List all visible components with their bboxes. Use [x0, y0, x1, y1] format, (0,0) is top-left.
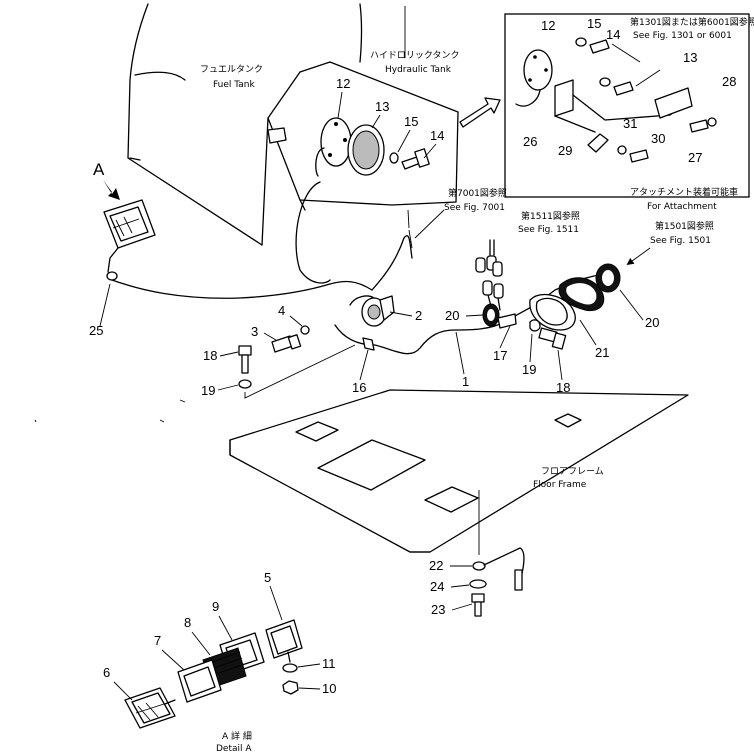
clamp-16 — [362, 337, 375, 351]
part-label-16: 16 — [352, 380, 366, 395]
part-label-27: 27 — [688, 150, 702, 165]
view-a-arrow — [103, 180, 120, 200]
detail-arrow — [459, 97, 501, 128]
part-label-12-detail: 12 — [541, 18, 555, 33]
floor-frame-label-en: Floor Frame — [533, 480, 587, 490]
part-label-20-right: 20 — [645, 315, 659, 330]
part-label-19-left: 19 — [201, 383, 215, 398]
part-label-7: 7 — [154, 633, 161, 648]
part-label-8: 8 — [184, 615, 191, 630]
connector-group — [475, 239, 504, 311]
part-label-26: 26 — [523, 134, 537, 149]
part-label-17: 17 — [493, 348, 507, 363]
part-label-4: 4 — [278, 303, 285, 318]
ref-1301-en: See Fig. 1301 or 6001 — [633, 31, 732, 41]
fuel-tank-label-en: Fuel Tank — [213, 80, 256, 90]
part-label-11: 11 — [322, 656, 336, 671]
part-label-18-right: 18 — [556, 380, 570, 395]
part-label-23: 23 — [431, 602, 445, 617]
part-label-14-detail: 14 — [606, 27, 620, 42]
attachment-detail-box — [504, 13, 750, 198]
ref-1301-jp: 第1301図または第6001図参照 — [630, 16, 754, 28]
attachment-label-jp: アタッチメント装着可能車 — [630, 186, 738, 198]
part-label-3: 3 — [251, 324, 258, 339]
part-label-19-right: 19 — [522, 362, 536, 377]
detail-a-lamp — [124, 619, 303, 729]
view-a-marker: A — [93, 160, 105, 179]
part-label-2: 2 — [415, 308, 422, 323]
hydraulic-tank-label-en: Hydraulic Tank — [385, 65, 452, 75]
fuel-tank-label-jp: フュエルタンク — [200, 64, 263, 75]
part-label-28: 28 — [722, 74, 736, 89]
bolt-18-left — [238, 345, 252, 389]
ground-wire — [469, 490, 525, 617]
part-label-15-detail: 15 — [587, 16, 601, 31]
part-label-24: 24 — [430, 579, 444, 594]
part-label-22: 22 — [429, 558, 443, 573]
ref-1501-en: See Fig. 1501 — [650, 236, 711, 246]
part-label-9: 9 — [212, 599, 219, 614]
detail-a-label-en: Detail A — [216, 744, 252, 754]
ref-1511-en: See Fig. 1511 — [518, 225, 579, 235]
detail-a-label-jp: A 詳 細 — [222, 730, 252, 742]
part-label-30: 30 — [651, 131, 665, 146]
part-label-25: 25 — [89, 323, 103, 338]
part-label-13: 13 — [375, 99, 389, 114]
ref-1511-jp: 第1511図参照 — [521, 210, 580, 222]
floor-frame-label-jp: フロアフレーム — [541, 466, 604, 477]
grommet-20-left — [482, 303, 517, 329]
seal-rings — [529, 263, 621, 350]
part-label-12: 12 — [336, 76, 350, 91]
work-lamp — [103, 199, 156, 281]
ref-7001-en: See Fig. 7001 — [444, 203, 505, 213]
ref-7001-jp: 第7001図参照 — [448, 187, 507, 199]
part-label-5: 5 — [264, 570, 271, 585]
hydraulic-tank-label-jp: ハイドロリックタンク — [370, 50, 459, 61]
part-label-21: 21 — [595, 345, 609, 360]
horn — [349, 295, 395, 327]
attachment-label-en: For Attachment — [647, 202, 717, 212]
part-label-15: 15 — [404, 114, 418, 129]
bolt-3 — [271, 325, 310, 353]
part-label-14: 14 — [430, 128, 444, 143]
part-label-1: 1 — [462, 374, 469, 389]
ref-1501-jp: 第1501図参照 — [655, 220, 714, 232]
part-label-20-left: 20 — [445, 308, 459, 323]
part-label-31: 31 — [623, 116, 637, 131]
part-label-18-left: 18 — [203, 348, 217, 363]
part-label-13-detail: 13 — [683, 50, 697, 65]
part-label-29: 29 — [558, 143, 572, 158]
part-label-6: 6 — [103, 665, 110, 680]
fuel-level-sender — [267, 117, 430, 177]
wiring-harness — [111, 181, 611, 355]
part-label-10: 10 — [322, 681, 336, 696]
fuel-tank — [127, 3, 406, 246]
floor-frame — [34, 389, 689, 553]
